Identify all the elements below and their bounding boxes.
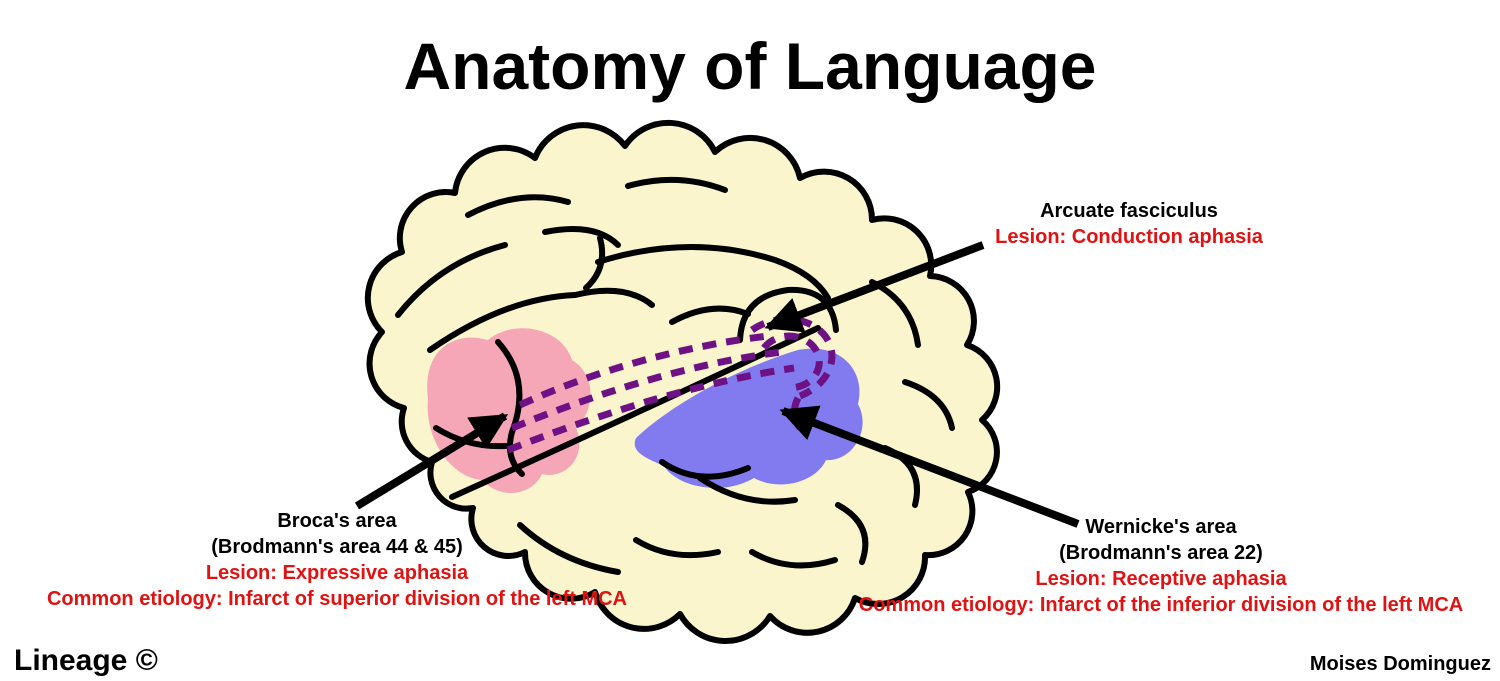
gyrus-line xyxy=(395,242,508,318)
gyrus-line xyxy=(572,287,655,308)
wernicke-detail: (Brodmann's area 22) xyxy=(1059,542,1263,564)
gyrus-line xyxy=(465,194,571,218)
arcuate-fasciculus-label: Arcuate fasciculus Lesion: Conduction ap… xyxy=(995,198,1263,250)
author-credit: Moises Dominguez xyxy=(1309,653,1491,675)
broca-etiology: Common etiology: Infarct of superior div… xyxy=(46,588,628,610)
broca-lesion: Lesion: Expressive aphasia xyxy=(205,562,469,584)
wernicke-lesion: Lesion: Receptive aphasia xyxy=(1035,568,1287,590)
gyrus-line xyxy=(542,226,621,248)
page-title: Anatomy of Language xyxy=(403,29,1097,103)
gyrus-line xyxy=(595,244,831,301)
wernicke-etiology: Common etiology: Infarct of the inferior… xyxy=(858,594,1464,616)
broca-detail: (Brodmann's area 44 & 45) xyxy=(211,536,463,558)
arcuate-name: Arcuate fasciculus xyxy=(1040,200,1218,222)
wernicke-name: Wernicke's area xyxy=(1085,516,1237,538)
wernicke-pointer-arrow xyxy=(779,405,1080,528)
broca-name: Broca's area xyxy=(277,510,397,532)
gyrus-line xyxy=(427,292,578,353)
arcuate-fasciculus-tract xyxy=(518,332,769,409)
arcuate-lesion: Lesion: Conduction aphasia xyxy=(995,226,1263,248)
gyrus-line xyxy=(749,549,838,569)
wernicke-area-label: Wernicke's area (Brodmann's area 22) Les… xyxy=(859,514,1463,618)
arcuate-fasciculus-loop xyxy=(761,332,823,392)
gyrus-line xyxy=(902,379,955,431)
gyrus-line xyxy=(517,522,621,575)
gyrus-line xyxy=(669,305,751,325)
gyrus-line xyxy=(835,502,869,565)
gyrus-line xyxy=(583,235,606,291)
brain-outline xyxy=(364,119,1001,644)
gyrus-line xyxy=(697,475,798,505)
gyrus-line xyxy=(625,176,728,193)
arcuate-fasciculus-tract xyxy=(506,364,795,454)
gyrus-line xyxy=(659,459,751,480)
gyrus-line xyxy=(737,286,839,343)
arcuate-fasciculus-tract xyxy=(510,348,783,432)
brand-watermark: Lineage © xyxy=(14,644,158,677)
gyrus-line xyxy=(633,537,721,559)
broca-pointer-arrow xyxy=(354,412,509,510)
broca-area-label: Broca's area (Brodmann's area 44 & 45) L… xyxy=(47,508,627,612)
arcuate-pointer-arrow xyxy=(764,241,985,333)
